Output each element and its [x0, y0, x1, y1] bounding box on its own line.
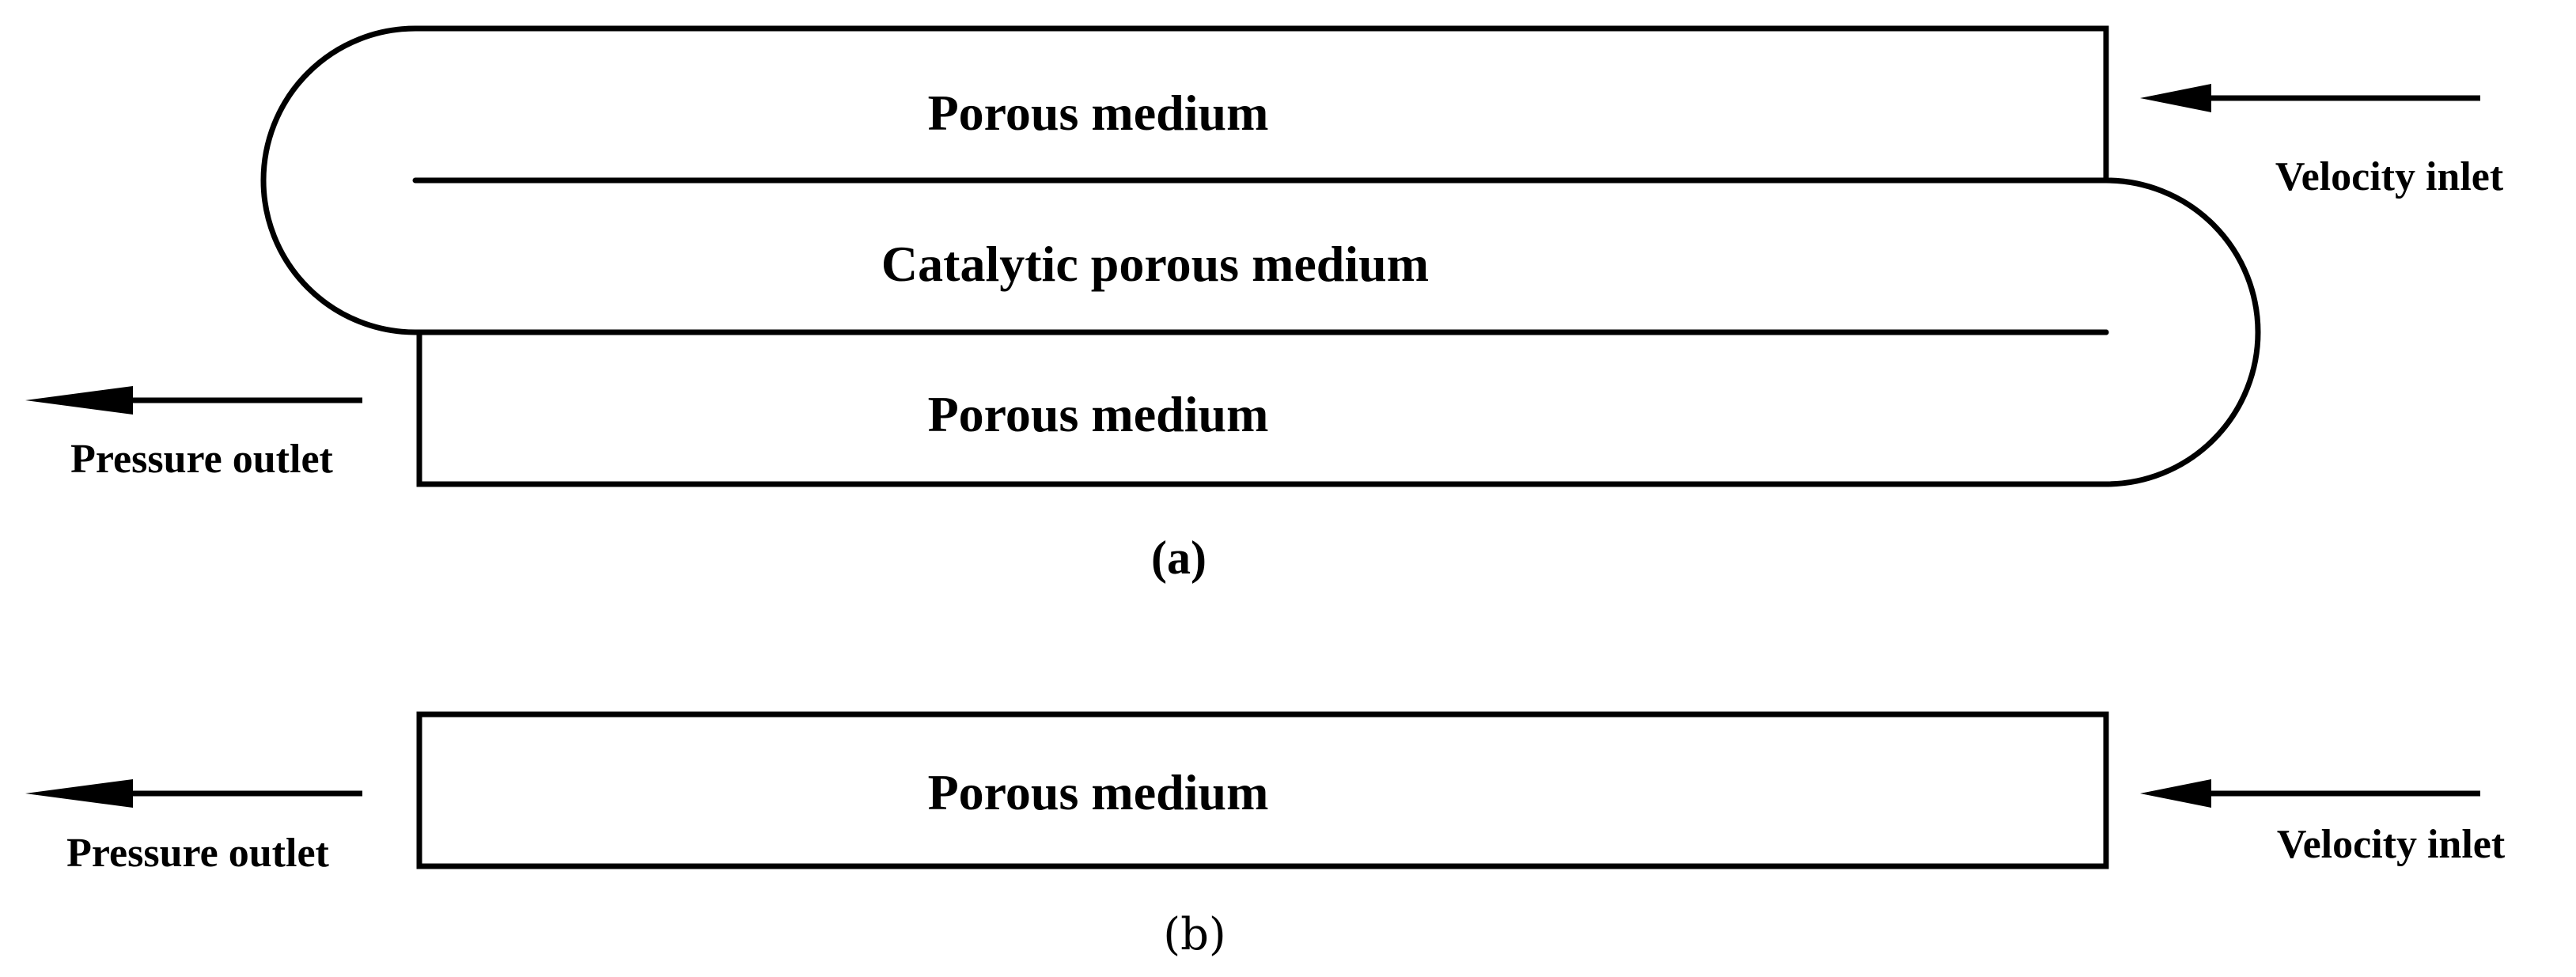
outlet-arrow-a	[25, 386, 362, 415]
outlet-label-b: Pressure outlet	[66, 831, 329, 876]
channel-outline-b	[416, 711, 2109, 869]
inlet-arrow-b	[2140, 779, 2480, 808]
bottom-channel-outline	[416, 177, 2261, 487]
bottom-region-label: Porous medium	[928, 386, 1269, 442]
caption-b: (b)	[1163, 909, 1226, 960]
caption-a: (a)	[1151, 532, 1207, 584]
top-region-label: Porous medium	[928, 85, 1269, 141]
panel-a: Porous medium Catalytic porous medium Po…	[25, 25, 2504, 584]
region-label-b: Porous medium	[928, 764, 1269, 820]
inlet-label-b: Velocity inlet	[2277, 822, 2506, 867]
top-channel-outline	[260, 25, 2109, 335]
inlet-label-a: Velocity inlet	[2275, 154, 2504, 199]
outlet-label-a: Pressure outlet	[70, 437, 333, 482]
outlet-arrow-b	[25, 779, 362, 808]
panel-b: Porous medium Velocity inlet Pressure ou…	[25, 711, 2506, 960]
inlet-arrow-a	[2140, 84, 2480, 112]
middle-region-label: Catalytic porous medium	[881, 236, 1429, 292]
